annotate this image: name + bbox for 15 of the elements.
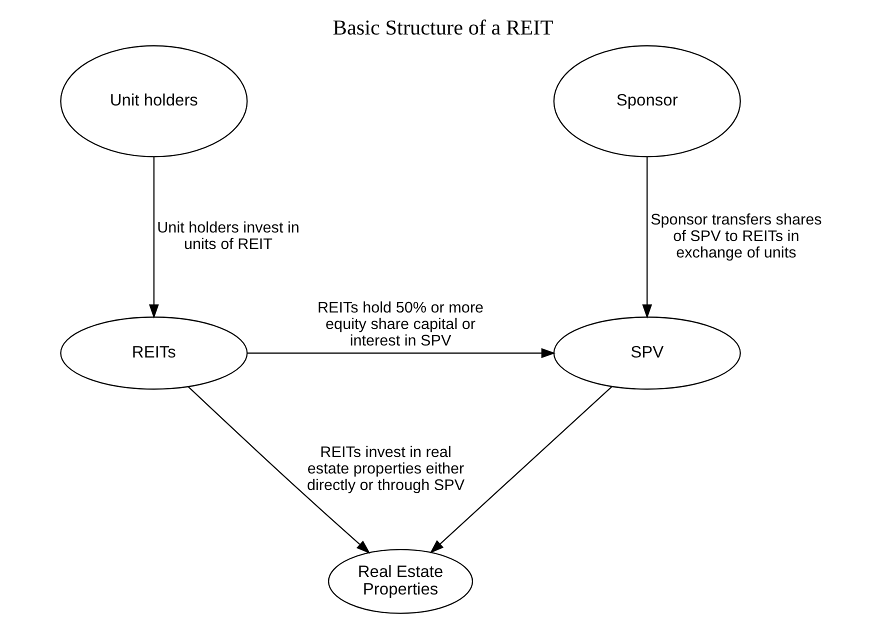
arrow — [148, 156, 158, 319]
diagram-title: Basic Structure of a REIT — [332, 15, 553, 40]
edge-label: REITs hold 50% or more equity share capital or interest in SPV — [316, 299, 484, 350]
arrow — [187, 386, 370, 554]
node-ellipse: Real Estate Properties — [327, 548, 473, 614]
node-ellipse: Sponsor — [552, 45, 740, 158]
arrow — [429, 386, 612, 554]
arrow — [642, 156, 652, 319]
edge-label: Unit holders invest in units of REIT — [156, 220, 299, 254]
node-ellipse: REITs — [60, 316, 248, 390]
edge-label: REITs invest in real estate properties either directly or through SPV — [306, 444, 464, 494]
arrow — [246, 348, 556, 358]
node-ellipse: Unit holders — [60, 45, 248, 158]
node-ellipse: SPV — [552, 316, 740, 390]
edge-label: Sponsor transfers shares of SPV to REITs in exchange of units — [650, 211, 822, 262]
